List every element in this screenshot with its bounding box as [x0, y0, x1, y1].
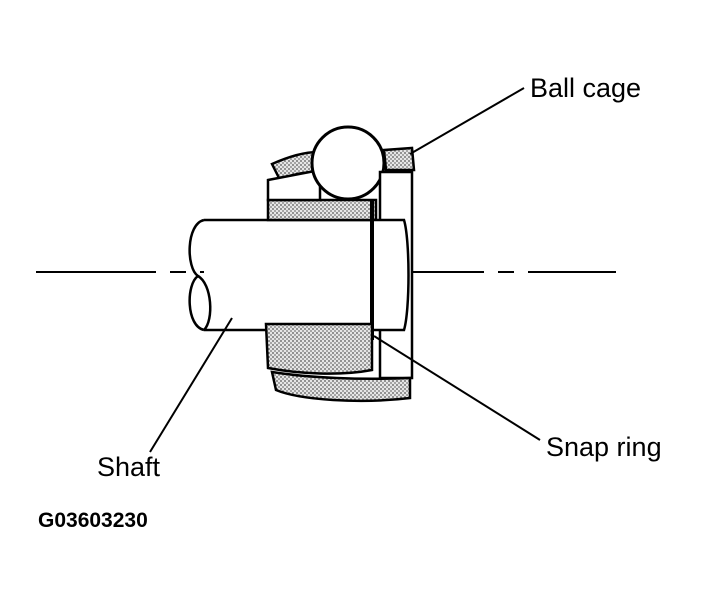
shaft-leader — [149, 317, 233, 453]
hub-cap — [370, 218, 410, 332]
ball — [310, 125, 386, 201]
snap-ring-leader — [373, 335, 541, 441]
outer-race-lower — [270, 370, 412, 403]
shaft — [188, 218, 374, 332]
inner-race-upper — [266, 198, 378, 222]
ball-cage-leader — [409, 87, 525, 155]
ball-cage — [382, 146, 416, 172]
outer-race-upper-body — [266, 168, 322, 202]
figure-id: G03603230 — [38, 509, 148, 532]
inner-race-lower — [264, 322, 374, 375]
shaft-label: Shaft — [97, 452, 161, 482]
snap-ring-label: Snap ring — [546, 432, 662, 462]
ball-cage-label: Ball cage — [530, 73, 641, 103]
